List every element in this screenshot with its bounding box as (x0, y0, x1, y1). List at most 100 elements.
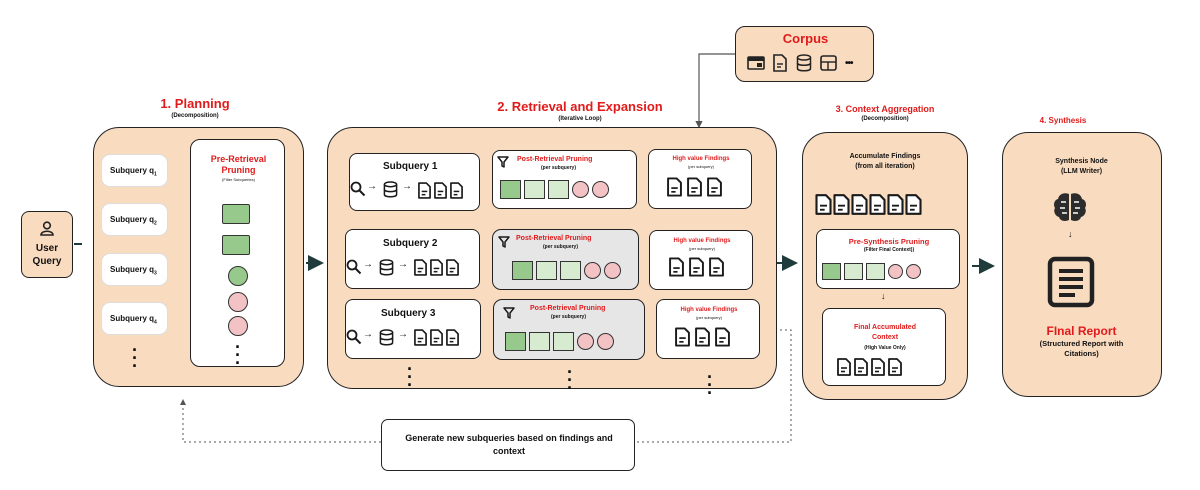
feedback-loop-text: Generate new subqueries based on finding… (405, 433, 613, 456)
candidate-item-square (529, 332, 550, 351)
findings-documents (669, 257, 724, 277)
candidate-item-square (844, 263, 863, 280)
filter-icon (498, 235, 510, 253)
findings-3-subtitle: (per subquery) (695, 315, 722, 320)
document-icon (434, 182, 447, 199)
table-layout-icon (820, 55, 837, 71)
findings-documents (675, 327, 730, 347)
search-icon (346, 329, 362, 345)
planning-subtitle: (Decomposition) (171, 113, 219, 119)
retrieved-documents (414, 259, 459, 276)
down-arrow-icon: ↓ (881, 291, 886, 301)
findings-3-box: High value Findings (per subquery) (656, 299, 760, 359)
candidate-item-square (548, 180, 569, 199)
post-retrieval-pruning-1-box: Post-Retrieval Pruning (per subquery) (492, 150, 637, 209)
synthesis-panel (1002, 132, 1162, 397)
subquery-label: Subquery q (110, 265, 155, 274)
candidate-item-square (560, 261, 581, 280)
document-icon (446, 329, 459, 346)
filter-icon (497, 155, 509, 173)
document-icon (687, 177, 702, 197)
pruned-item-circle (906, 264, 921, 279)
feedback-loop-return-connector (180, 399, 381, 443)
document-icon (667, 177, 682, 197)
user-query-label: User Query (32, 243, 62, 267)
pre-retrieval-pruning-title: Pre-Retrieval Pruning (210, 154, 267, 175)
database-icon (796, 54, 812, 72)
arrow-icon: → (367, 181, 377, 192)
document-icon (675, 327, 690, 347)
post-retrieval-pruning-2-title: Post-Retrieval Pruning (516, 235, 592, 242)
candidate-item-square (524, 180, 545, 199)
document-icon (709, 257, 724, 277)
subquery-3-label: Subquery 3 (381, 308, 436, 319)
final-report-title: FInal Report (1046, 324, 1117, 338)
web-page-icon (747, 56, 765, 70)
synthesis-title: 4. Synthesis (1039, 116, 1087, 125)
document-icon (695, 327, 710, 347)
post-retrieval-pruning-1-subtitle: (per subquery) (541, 165, 577, 171)
feedback-loop-box: Generate new subqueries based on finding… (381, 419, 635, 471)
database-icon (379, 329, 394, 346)
kept-subquery-circle (228, 266, 248, 286)
brain-icon (1054, 193, 1086, 221)
aggregation-title: 3. Context Aggregation (835, 104, 935, 114)
database-icon (379, 259, 394, 276)
subquery-1-label: Subquery 1 (383, 161, 438, 172)
pruned-item-circle (592, 181, 609, 198)
pre-synthesis-pruning-box: Pre-Synthesis Pruning (Filter Final Cont… (816, 229, 960, 289)
findings-1-subtitle: (per subquery) (687, 164, 714, 169)
accumulate-findings-subtitle: (from all iteration) (855, 163, 915, 170)
accumulated-documents (815, 194, 922, 215)
subquery-q3-box: Subquery q3 (101, 253, 168, 286)
pre-synthesis-pruning-title: Pre-Synthesis Pruning (848, 237, 930, 246)
document-icon (430, 259, 443, 276)
arrow-icon: → (402, 181, 412, 192)
more-subqueries-dots: ··· (132, 340, 138, 376)
findings-1-box: High value Findings (per subquery) (648, 149, 752, 209)
more-pruning-dots: ··· (567, 362, 573, 398)
document-icon (869, 194, 886, 215)
document-icon (837, 358, 851, 376)
subquery-2-box: Subquery 2 (345, 229, 480, 289)
search-icon (346, 259, 362, 275)
document-icon (851, 194, 868, 215)
subquery-1-box: Subquery 1 (349, 153, 480, 211)
planning-title: 1. Planning (160, 96, 230, 111)
filter-icon (503, 306, 515, 324)
arrow-icon: → (363, 259, 373, 270)
synthesis-node-subtitle: (LLM Writer) (1060, 168, 1103, 175)
retrieval-title: 2. Retrieval and Expansion (497, 99, 663, 114)
kept-item-square (505, 332, 526, 351)
document-icon (888, 358, 902, 376)
kept-subquery-square (222, 204, 250, 224)
post-retrieval-pruning-3-subtitle: (per subquery) (551, 314, 587, 320)
pruned-item-circle (604, 262, 621, 279)
document-icon (905, 194, 922, 215)
subquery-2-label: Subquery 2 (383, 238, 438, 249)
document-icon (833, 194, 850, 215)
document-icon (815, 194, 832, 215)
kept-item-square (822, 263, 841, 280)
post-retrieval-pruning-3-title: Post-Retrieval Pruning (530, 305, 606, 312)
document-icon (450, 182, 463, 199)
document-icon (715, 327, 730, 347)
final-report-subtitle: (Structured Report with Citations) (1039, 339, 1124, 358)
subquery-q1-box: Subquery q1 (101, 154, 168, 187)
post-retrieval-pruning-2-box: Post-Retrieval Pruning (per subquery) (492, 229, 639, 290)
search-icon (350, 181, 366, 197)
pruned-item-circle (577, 333, 594, 350)
document-icon (871, 358, 885, 376)
subquery-label: Subquery q (110, 215, 155, 224)
retrieval-subtitle: (Iterative Loop) (558, 116, 602, 122)
subquery-q2-box: Subquery q2 (101, 203, 168, 236)
kept-item-square (512, 261, 533, 280)
document-icon (430, 329, 443, 346)
subquery-q4-box: Subquery q4 (101, 302, 168, 335)
document-icon (414, 329, 427, 346)
database-icon (383, 181, 398, 198)
corpus-box: Corpus ••• (735, 26, 874, 82)
retrieved-documents (414, 329, 459, 346)
kept-item-square (500, 180, 521, 199)
corpus-title: Corpus (782, 31, 829, 46)
